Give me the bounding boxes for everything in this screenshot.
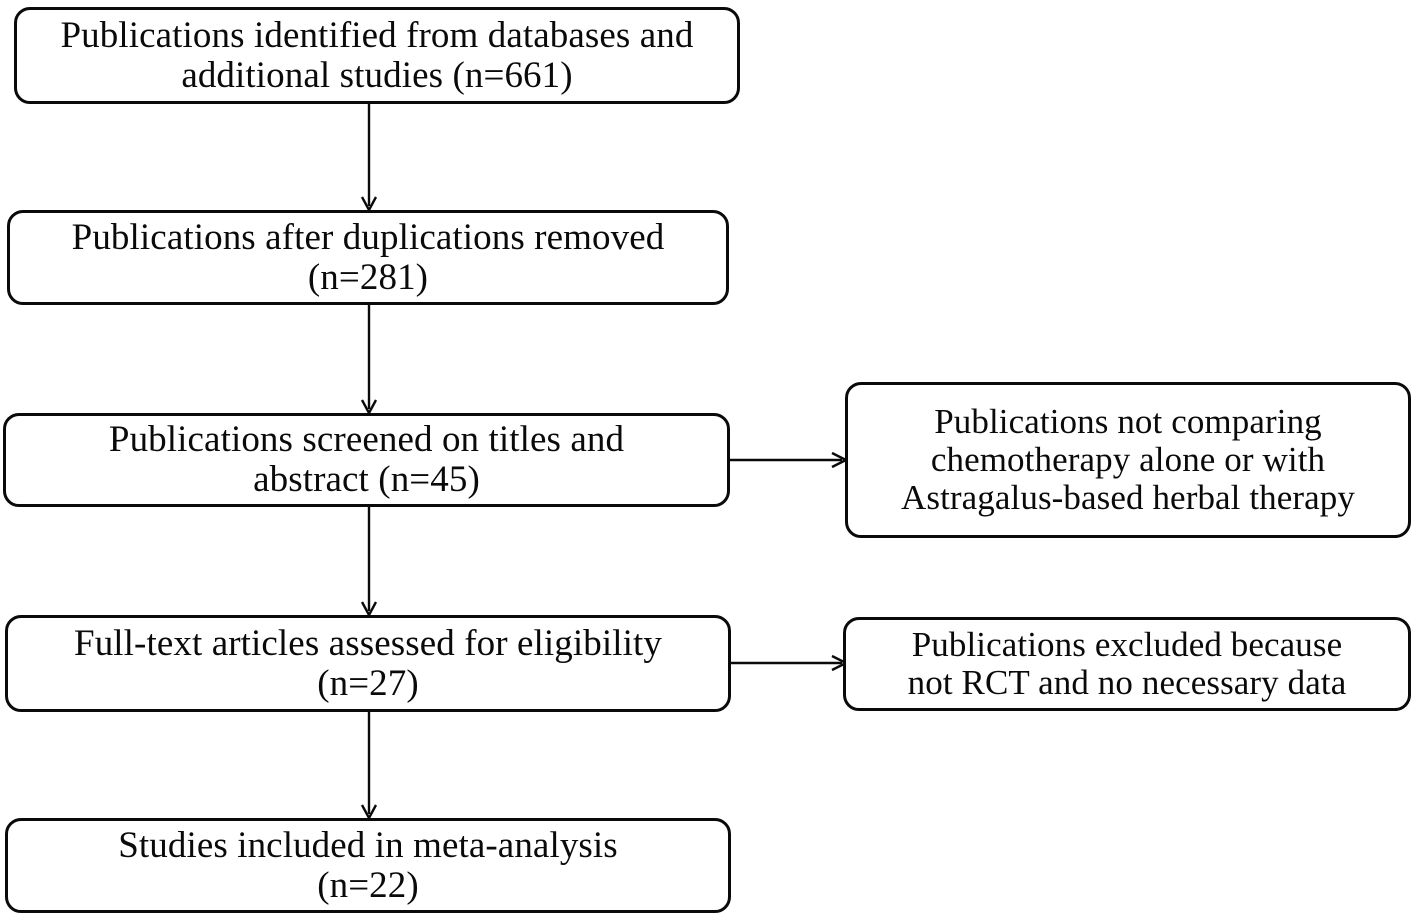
connector-fulltext-to-included	[358, 708, 380, 822]
stage-screened-line2: abstract (n=45)	[253, 459, 480, 500]
stage-box-screened: Publications screened on titles and abst…	[3, 413, 730, 507]
stage-duplicates-line2: (n=281)	[307, 256, 429, 298]
stage-box-included: Studies included in meta-analysis (n=22)	[5, 818, 731, 913]
exclusion-eligibility-line1: Publications excluded because	[911, 625, 1343, 665]
stage-identified-line1: Publications identified from databases a…	[60, 14, 694, 56]
stage-box-duplicates-removed: Publications after duplications removed …	[7, 210, 729, 305]
exclusion-screening-line1: Publications not comparing	[934, 402, 1322, 442]
connector-screened-to-fulltext	[358, 503, 380, 619]
exclusion-box-eligibility: Publications excluded because not RCT an…	[843, 617, 1411, 711]
exclusion-screening-line3: Astragalus-based herbal therapy	[900, 477, 1356, 517]
exclusion-screening-line2: chemotherapy alone or with	[930, 440, 1326, 480]
exclusion-eligibility-line2: not RCT and no necessary data	[907, 663, 1347, 702]
stage-included-line1: Studies included in meta-analysis	[118, 824, 618, 866]
connector-fulltext-to-exclusion	[726, 652, 850, 674]
stage-screened-line1: Publications screened on titles and	[108, 419, 625, 461]
stage-fulltext-line1: Full-text articles assessed for eligibil…	[74, 622, 662, 664]
stage-duplicates-line1: Publications after duplications removed	[71, 216, 665, 258]
exclusion-box-screening: Publications not comparing chemotherapy …	[845, 382, 1411, 538]
stage-identified-line2: additional studies (n=661)	[181, 54, 573, 96]
connector-screened-to-exclusion	[726, 449, 850, 471]
stage-box-identified: Publications identified from databases a…	[14, 7, 740, 104]
stage-fulltext-line2: (n=27)	[317, 662, 419, 704]
stage-box-fulltext-assessed: Full-text articles assessed for eligibil…	[5, 615, 731, 712]
connector-duplicates-to-screened	[358, 301, 380, 417]
stage-included-line2: (n=22)	[317, 864, 419, 906]
connector-identified-to-duplicates	[358, 100, 380, 214]
